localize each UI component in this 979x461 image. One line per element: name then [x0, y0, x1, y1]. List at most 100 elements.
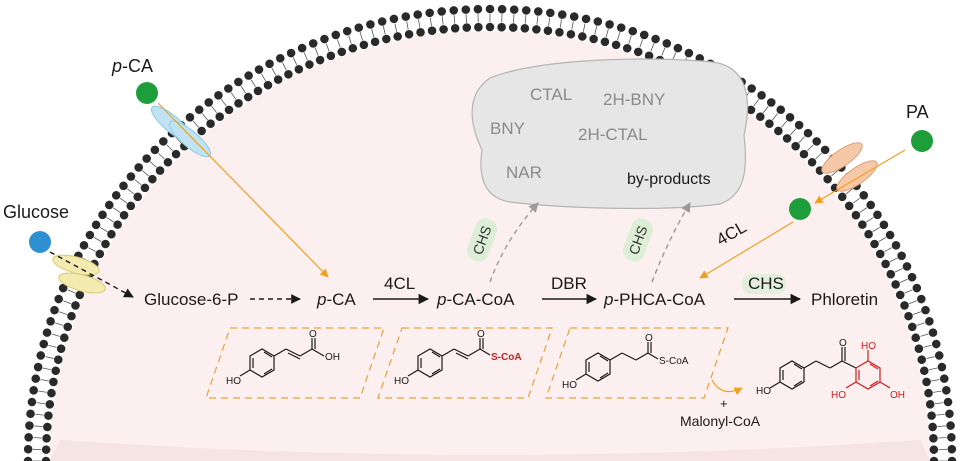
- chs-main-badge-bg: [742, 274, 786, 294]
- lipid-head: [519, 23, 530, 34]
- lipid-head: [921, 377, 932, 387]
- lipid-head: [485, 4, 495, 14]
- lipid-head: [673, 43, 683, 53]
- lipid-head: [946, 444, 957, 455]
- lipid-head: [23, 444, 34, 455]
- lipid-head: [581, 13, 591, 24]
- lipid-head: [616, 22, 627, 33]
- lipid-head: [315, 55, 325, 65]
- lipid-head: [683, 48, 694, 58]
- lipid-head: [473, 22, 484, 33]
- enzyme-dbr: DBR: [551, 274, 587, 293]
- lipid-head: [569, 11, 580, 22]
- lipid-head: [604, 19, 615, 30]
- lipid-head: [319, 34, 330, 44]
- lipid-head: [59, 332, 70, 343]
- byproducts-cloud: [471, 58, 749, 210]
- lipid-head: [543, 25, 553, 36]
- lipid-head: [41, 433, 52, 444]
- lipid-head: [611, 39, 622, 50]
- lipid-head: [325, 50, 336, 61]
- lipid-head: [890, 279, 901, 290]
- lipid-head: [885, 230, 896, 240]
- pphca-coa-label: p-PHCA-CoA: [603, 290, 706, 309]
- lipid-head: [880, 259, 891, 269]
- lipid-head: [928, 444, 939, 455]
- lipid-head: [566, 29, 576, 40]
- lipid-head: [910, 332, 921, 343]
- lipid-head: [111, 190, 122, 201]
- lipid-head: [304, 59, 315, 70]
- lipid-head: [33, 362, 43, 372]
- lipid-head: [140, 182, 150, 193]
- pca-coa-label: p-CA-CoA: [436, 290, 515, 309]
- lipid-head: [147, 174, 158, 185]
- lipid-head: [913, 343, 924, 354]
- lipid-head: [837, 191, 848, 202]
- lipid-head: [782, 133, 792, 144]
- structure-pca: [239, 338, 325, 378]
- byproduct-2h-ctal: 2H-CTAL: [578, 125, 648, 144]
- lipid-head: [756, 90, 767, 101]
- lipid-head: [155, 165, 165, 176]
- pca-import-arrow: [157, 102, 329, 278]
- malonyl-coa-label: Malonyl-CoA: [680, 413, 761, 429]
- lipid-head: [415, 27, 426, 38]
- lipid-head: [23, 456, 33, 461]
- lipid-head: [424, 7, 435, 18]
- phloretin-ho-bottom: HO: [831, 390, 846, 401]
- lipid-head: [94, 249, 105, 259]
- lipid-head: [755, 111, 766, 122]
- lipid-head: [865, 200, 876, 210]
- lipid-head: [844, 201, 855, 211]
- lipid-head: [919, 365, 930, 376]
- glucose-molecule: [29, 231, 51, 253]
- lipid-head: [381, 34, 392, 44]
- lipid-head: [97, 209, 108, 220]
- pa-to-pphca-arrow: [699, 221, 794, 279]
- lipid-head: [461, 22, 472, 33]
- pphcacoa-scoa: S-CoA: [659, 356, 689, 367]
- pca-o: O: [309, 329, 317, 340]
- lipid-head: [920, 305, 931, 316]
- byproduct-bny: BNY: [490, 119, 525, 138]
- lipid-head: [205, 118, 216, 129]
- lipid-head: [785, 112, 795, 123]
- lipid-head: [253, 86, 263, 96]
- lipid-head: [902, 261, 912, 272]
- lipid-head: [35, 350, 46, 361]
- lipid-head: [308, 38, 319, 49]
- lipid-head: [41, 444, 52, 455]
- byproducts-label: by-products: [627, 171, 711, 188]
- phloretin-label: Phloretin: [811, 290, 878, 309]
- lipid-head: [273, 74, 284, 85]
- lipid-head: [923, 388, 934, 399]
- lipid-head: [622, 43, 633, 54]
- lipid-head: [557, 9, 568, 20]
- lipid-head: [885, 269, 896, 280]
- lipid-head: [50, 365, 61, 376]
- lipid-head: [928, 433, 939, 444]
- lipid-head: [851, 210, 861, 221]
- lipid-head: [49, 305, 60, 316]
- lipid-head: [822, 174, 833, 185]
- lipid-head: [389, 13, 399, 24]
- lipid-head: [275, 53, 286, 64]
- lipid-head: [588, 34, 599, 44]
- lipid-head: [283, 69, 294, 80]
- lipid-head: [100, 239, 111, 249]
- lipid-head: [545, 7, 556, 18]
- lipid-head: [297, 43, 307, 53]
- glucose-import-arrow: [49, 251, 134, 298]
- glucose-label: Glucose: [3, 202, 69, 222]
- lipid-head: [872, 209, 883, 220]
- lipid-head: [627, 26, 638, 37]
- lipid-head: [27, 397, 37, 407]
- lipid-head: [38, 339, 49, 349]
- lipid-head: [928, 327, 938, 338]
- lipid-head: [42, 422, 53, 432]
- lipid-head: [141, 153, 152, 164]
- lipid-head: [254, 64, 264, 75]
- pca-oh: OH: [325, 352, 340, 363]
